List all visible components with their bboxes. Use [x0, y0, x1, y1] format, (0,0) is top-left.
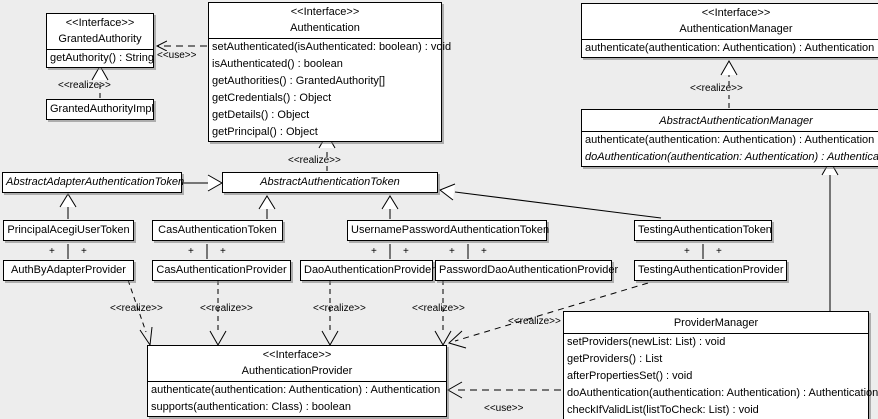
class-name: GrantedAuthorityImpl [50, 103, 154, 115]
class-abstract-authentication-token[interactable]: AbstractAuthenticationToken [222, 172, 438, 193]
class-name: GrantedAuthority [58, 33, 142, 45]
member-list: getAuthority() : String [47, 50, 154, 67]
section-divider [148, 381, 446, 382]
class-cas-authentication-token[interactable]: CasAuthenticationToken [152, 220, 283, 241]
class-member: authenticate(authentication: Authenticat… [151, 384, 441, 396]
member-list: authenticate(authentication: Authenticat… [148, 382, 446, 416]
multiplicity-plus: + [81, 246, 87, 257]
label-use-provider-manager: <<use>> [484, 403, 524, 414]
edge-generalize-cas-token [258, 195, 276, 219]
class-member: doAuthentication(authentication: Authent… [585, 151, 878, 163]
class-member: doAuthentication(authentication: Authent… [567, 387, 878, 399]
label-realize-auth-by-adapter: <<realize>> [110, 303, 163, 314]
class-name: PrincipalAcegiUserToken [7, 224, 130, 236]
label-use-granted-authority: <<use>> [157, 50, 197, 61]
multiplicity-plus: + [49, 246, 55, 257]
class-member: authenticate(authentication: Authenticat… [585, 134, 875, 146]
label-realize-granted-authority-impl: <<realize>> [58, 80, 111, 91]
class-member: setProviders(newList: List) : void [567, 336, 726, 348]
label-realize-testing-provider: <<realize>> [508, 316, 561, 327]
class-member: afterPropertiesSet() : void [567, 370, 693, 382]
class-dao-authentication-provider[interactable]: DaoAuthenticationProvider [300, 260, 435, 281]
class-name: TestingAuthenticationToken [638, 224, 772, 236]
class-testing-authentication-provider[interactable]: TestingAuthenticationProvider [634, 260, 787, 281]
multiplicity-plus: + [371, 246, 377, 257]
class-name: UsernamePasswordAuthenticationToken [351, 224, 550, 236]
class-member: getProviders() : List [567, 353, 663, 365]
class-name: DaoAuthenticationProvider [304, 264, 435, 276]
class-member: getPrincipal() : Object [212, 126, 318, 138]
edge-generalize-testing-token [438, 183, 662, 219]
class-member: getCredentials() : Object [212, 92, 332, 104]
class-testing-authentication-token[interactable]: TestingAuthenticationToken [634, 220, 772, 241]
class-authentication[interactable]: <<Interface>> Authentication setAuthenti… [208, 2, 452, 142]
member-list: authenticate(authentication: Authenticat… [582, 132, 878, 166]
multiplicity-plus: + [684, 246, 690, 257]
class-principal-acegi-user-token[interactable]: PrincipalAcegiUserToken [3, 220, 134, 241]
edge-generalize-principal-acegi-token [59, 193, 77, 219]
class-member: authenticate(authentication: Authenticat… [585, 42, 875, 54]
class-granted-authority[interactable]: <<Interface>> GrantedAuthority getAuthor… [46, 13, 154, 68]
class-name: CasAuthenticationProvider [156, 264, 287, 276]
class-name: AuthenticationProvider [241, 365, 353, 377]
class-authentication-provider[interactable]: <<Interface>> AuthenticationProvider aut… [147, 345, 447, 417]
member-list: setProviders(newList: List) : void getPr… [564, 334, 878, 419]
class-auth-by-adapter-provider[interactable]: AuthByAdapterProvider [3, 260, 134, 281]
class-member: isAuthenticated() : boolean [212, 58, 343, 70]
class-authentication-manager[interactable]: <<Interface>> AuthenticationManager auth… [581, 3, 878, 58]
multiplicity-plus: + [481, 246, 487, 257]
class-name: AuthByAdapterProvider [11, 264, 126, 276]
class-stereotype: <<Interface>> [262, 349, 332, 361]
class-abstract-authentication-manager[interactable]: AbstractAuthenticationManager authentica… [581, 109, 878, 167]
label-realize-cas-provider: <<realize>> [200, 303, 253, 314]
section-divider [47, 49, 153, 50]
class-name: PasswordDaoAuthenticationProvider [439, 264, 619, 276]
member-list: setAuthenticated(isAuthenticated: boolea… [209, 39, 452, 141]
label-realize-abstract-auth-token: <<realize>> [288, 155, 341, 166]
edge-generalize-provider-manager [821, 159, 839, 311]
class-member: getDetails() : Object [212, 109, 310, 121]
class-name: AbstractAdapterAuthenticationToken [6, 176, 185, 188]
label-realize-authentication-manager: <<realize>> [690, 83, 743, 94]
multiplicity-plus: + [188, 246, 194, 257]
label-realize-password-dao-provider: <<realize>> [412, 303, 465, 314]
section-divider [564, 333, 868, 334]
multiplicity-plus: + [220, 246, 226, 257]
class-stereotype: <<Interface>> [701, 7, 771, 19]
class-member: setAuthenticated(isAuthenticated: boolea… [212, 41, 452, 53]
class-stereotype: <<Interface>> [65, 17, 135, 29]
class-username-password-authentication-token[interactable]: UsernamePasswordAuthenticationToken [347, 220, 550, 241]
edge-generalize-abstract-adapter-token [182, 174, 224, 192]
multiplicity-plus: + [449, 246, 455, 257]
multiplicity-plus: + [716, 246, 722, 257]
multiplicity-plus: + [403, 246, 409, 257]
class-name: ProviderManager [673, 317, 759, 329]
class-granted-authority-impl[interactable]: GrantedAuthorityImpl [46, 99, 154, 120]
class-abstract-adapter-authentication-token[interactable]: AbstractAdapterAuthenticationToken [2, 172, 185, 193]
class-cas-authentication-provider[interactable]: CasAuthenticationProvider [152, 260, 291, 281]
class-member: checkIfValidList(listToCheck: List) : vo… [567, 404, 759, 416]
class-name: AbstractAuthenticationManager [659, 115, 813, 127]
section-divider [582, 39, 878, 40]
class-member: getAuthority() : String [50, 52, 154, 64]
class-name: CasAuthenticationToken [158, 224, 277, 236]
class-name: TestingAuthenticationProvider [638, 264, 784, 276]
class-member: getAuthorities() : GrantedAuthority[] [212, 75, 386, 87]
class-name: Authentication [290, 22, 360, 34]
class-member: supports(authentication: Class) : boolea… [151, 401, 351, 413]
edge-generalize-username-password-token [381, 195, 399, 219]
class-stereotype: <<Interface>> [290, 6, 360, 18]
class-name: AuthenticationManager [679, 23, 793, 35]
section-divider [582, 131, 878, 132]
section-divider [209, 38, 441, 39]
edge-use-authentication-provider [446, 381, 561, 399]
class-provider-manager[interactable]: ProviderManager setProviders(newList: Li… [563, 311, 878, 419]
class-name: AbstractAuthenticationToken [260, 176, 400, 188]
label-realize-dao-provider: <<realize>> [313, 303, 366, 314]
member-list: authenticate(authentication: Authenticat… [582, 40, 878, 57]
class-password-dao-authentication-provider[interactable]: PasswordDaoAuthenticationProvider [435, 260, 618, 281]
